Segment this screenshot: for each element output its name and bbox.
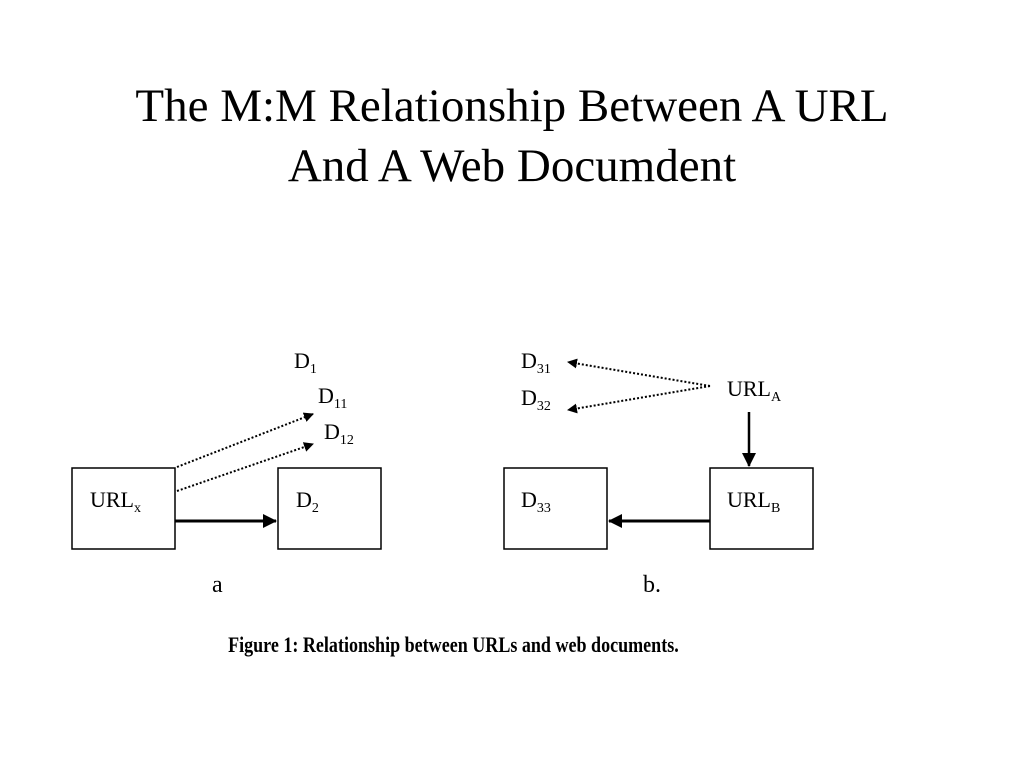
dotted-arrow-url-a-to-d32 <box>567 385 711 414</box>
d11-base: D <box>318 383 334 408</box>
title-line-2: And A Web Documdent <box>287 140 737 192</box>
dotted-arrow-url-a-to-d31 <box>567 358 711 387</box>
url-a-base: URL <box>727 376 771 401</box>
d12-sub: 12 <box>340 433 354 448</box>
title-line-1: The M:M Relationship Between A URL <box>135 80 889 132</box>
dotted-arrow-url-x-to-d11 <box>176 412 314 468</box>
d33-base: D <box>521 487 537 512</box>
d12-base: D <box>324 419 340 444</box>
panel-b-label: b. <box>643 572 661 598</box>
d11-sub: 11 <box>334 397 347 412</box>
panel-a-label: a <box>212 572 223 598</box>
d32-label: D32 <box>521 385 551 414</box>
url-b-box <box>709 467 814 550</box>
url-x-sub: x <box>134 501 141 516</box>
d2-label: D2 <box>296 487 319 516</box>
d2-sub: 2 <box>312 501 319 516</box>
url-b-label: URLB <box>727 487 780 516</box>
d11-label: D11 <box>318 383 347 412</box>
url-x-box <box>71 467 176 550</box>
url-b-sub: B <box>771 501 780 516</box>
d32-sub: 32 <box>537 399 551 414</box>
d33-sub: 33 <box>537 501 551 516</box>
d31-base: D <box>521 348 537 373</box>
url-x-label: URLx <box>90 487 141 516</box>
d31-sub: 31 <box>537 362 551 377</box>
d2-base: D <box>296 487 312 512</box>
d33-label: D33 <box>521 487 551 516</box>
d12-label: D12 <box>324 419 354 448</box>
d1-base: D <box>294 348 310 373</box>
d2-box <box>277 467 382 550</box>
d33-box <box>503 467 608 550</box>
url-a-sub: A <box>771 390 782 405</box>
url-x-base: URL <box>90 487 134 512</box>
d32-base: D <box>521 385 537 410</box>
url-a-label: URLA <box>727 376 782 405</box>
figure-caption: Figure 1: Relationship between URLs and … <box>228 632 679 657</box>
slide-title: The M:M Relationship Between A URL And A… <box>0 76 1024 196</box>
panel-a: URLx D2 D1 D11 D12 a <box>71 348 382 598</box>
panel-b: D33 URLB D31 D32 URLA b. <box>503 348 814 598</box>
d31-label: D31 <box>521 348 551 377</box>
d1-label: D1 <box>294 348 317 377</box>
url-b-base: URL <box>727 487 771 512</box>
d1-sub: 1 <box>310 362 317 377</box>
